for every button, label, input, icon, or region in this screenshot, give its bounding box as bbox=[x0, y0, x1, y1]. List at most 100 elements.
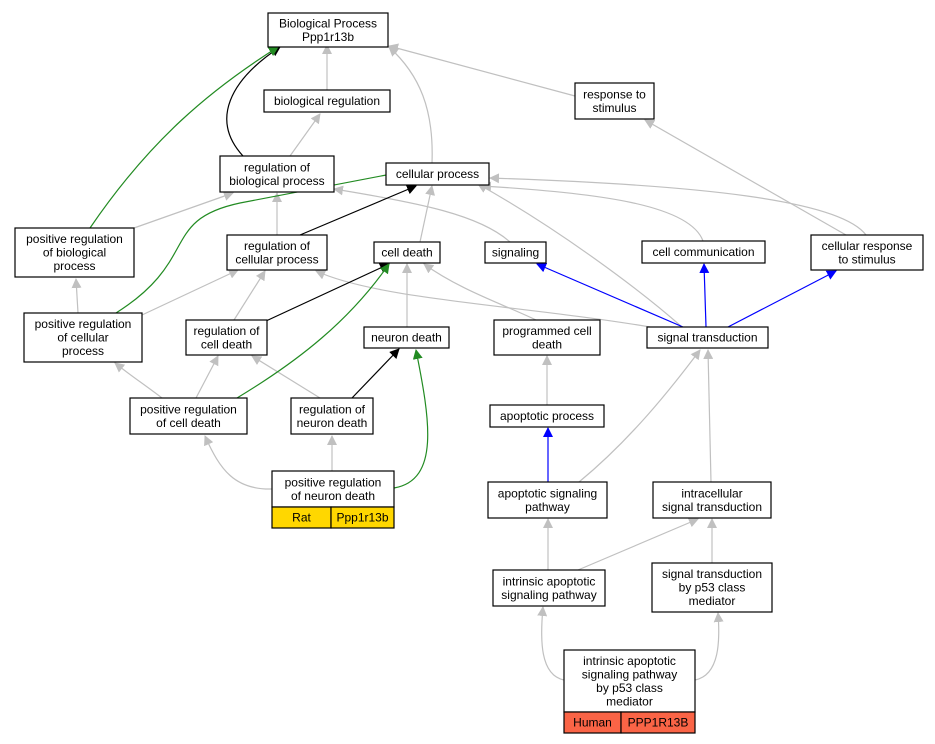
node-label-line: apoptotic signaling bbox=[498, 486, 597, 500]
node-box bbox=[810, 234, 924, 271]
node-label-line: cellular response bbox=[822, 239, 913, 253]
edge-layer bbox=[71, 43, 867, 681]
node-bioreg[interactable]: biological regulation bbox=[263, 89, 391, 113]
node-label-line: of cellular bbox=[57, 331, 108, 345]
node-label-line: process bbox=[62, 344, 104, 358]
rat-species-label: Rat bbox=[292, 511, 311, 525]
node-label-line: by p53 class bbox=[596, 681, 663, 695]
node-box bbox=[14, 227, 135, 278]
node-sigtrans[interactable]: signal transduction bbox=[646, 326, 769, 349]
node-label-line: of biological bbox=[43, 246, 106, 260]
node-cellproc[interactable]: cellular process bbox=[385, 162, 490, 186]
annotation-tags: Rat Ppp1r13b Human PPP1R13B bbox=[271, 506, 696, 734]
node-label-line: signaling bbox=[492, 246, 539, 260]
edge-regbio-to-bp-black bbox=[226, 46, 281, 157]
edge-cellcomm-to-cellproc bbox=[481, 181, 704, 242]
edge-sigtrans-to-cellcomm-blue bbox=[699, 263, 710, 328]
node-label-line: signal transduction bbox=[662, 567, 762, 581]
node-celldeath[interactable]: cell death bbox=[373, 241, 441, 264]
node-label-line: Ppp1r13b bbox=[302, 30, 354, 44]
human-annotation: Human PPP1R13B bbox=[563, 711, 696, 734]
edge-signaling-to-regbio bbox=[333, 185, 511, 243]
node-box bbox=[574, 82, 655, 120]
node-label-line: regulation of bbox=[244, 239, 311, 253]
node-cellcomm[interactable]: cell communication bbox=[641, 240, 766, 264]
node-label-line: positive regulation bbox=[140, 402, 237, 416]
node-label-line: positive regulation bbox=[35, 317, 132, 331]
node-box bbox=[641, 240, 766, 264]
node-label-line: signal transduction bbox=[657, 331, 757, 345]
edge-posregcd-to-celldeath-green bbox=[236, 263, 390, 399]
node-label-line: regulation of bbox=[193, 324, 260, 338]
rat-gene-label: Ppp1r13b bbox=[336, 511, 388, 525]
edge-sigtrans-to-regcell bbox=[315, 270, 651, 328]
node-label-line: stimulus bbox=[592, 101, 636, 115]
node-box bbox=[373, 241, 441, 264]
edge-posregnd-to-posregcd bbox=[204, 435, 273, 490]
node-label-line: mediator bbox=[606, 694, 653, 708]
node-label-line: cell death bbox=[381, 246, 432, 260]
node-neurondeath[interactable]: neuron death bbox=[363, 326, 450, 349]
rat-annotation: Rat Ppp1r13b bbox=[271, 506, 395, 529]
node-label-line: signaling pathway bbox=[582, 667, 677, 681]
edge-intrasig-to-sigtrans bbox=[703, 349, 714, 483]
node-label-line: intrinsic apoptotic bbox=[583, 654, 676, 668]
edge-cellproc-to-bp bbox=[388, 46, 433, 164]
node-label-line: cell death bbox=[201, 337, 252, 351]
edge-regcell-to-cellproc-black bbox=[299, 184, 417, 236]
node-label-line: regulation of bbox=[244, 160, 311, 174]
node-box bbox=[484, 241, 547, 264]
rat-gene-cell bbox=[330, 506, 395, 529]
edge-cellresp-to-resp bbox=[644, 119, 847, 236]
node-box bbox=[271, 470, 395, 508]
node-box bbox=[219, 155, 335, 193]
edge-intrinsicp53-to-p53 bbox=[694, 612, 724, 681]
node-box bbox=[487, 481, 608, 519]
node-label-line: by p53 class bbox=[679, 581, 746, 595]
node-box bbox=[226, 234, 328, 271]
edge-intrinsicp53-to-intrinsic bbox=[537, 606, 565, 681]
node-box bbox=[185, 319, 268, 356]
node-label-line: intrinsic apoptotic bbox=[503, 574, 596, 588]
node-signaling[interactable]: signaling bbox=[484, 241, 547, 264]
human-gene-label: PPP1R13B bbox=[628, 716, 689, 730]
edge-intrinsic-to-intrasig bbox=[577, 517, 699, 571]
edge-posregbio-to-bp-green bbox=[89, 46, 279, 229]
node-box bbox=[493, 319, 601, 356]
node-apoptotic[interactable]: apoptotic process bbox=[489, 404, 605, 428]
node-box bbox=[363, 326, 450, 349]
node-label-line: apoptotic process bbox=[500, 409, 594, 423]
node-label-line: programmed cell bbox=[502, 324, 591, 338]
node-label-line: process bbox=[53, 259, 95, 273]
edge-regcd-to-celldeath-black bbox=[265, 263, 390, 322]
edge-regnd-to-neurondeath-black bbox=[351, 348, 400, 399]
node-label-line: of cell death bbox=[156, 416, 221, 430]
node-label-line: Biological Process bbox=[279, 16, 377, 30]
node-box bbox=[651, 562, 773, 613]
edge-posregcell-to-regcell bbox=[141, 269, 239, 316]
node-box bbox=[267, 12, 389, 48]
edge-celldeath-to-cellproc bbox=[419, 185, 436, 243]
edge-posregcell-to-posregbio bbox=[71, 278, 82, 314]
node-label-line: biological process bbox=[229, 174, 324, 188]
node-label-line: signaling pathway bbox=[501, 588, 596, 602]
node-box bbox=[290, 397, 374, 435]
human-gene-cell bbox=[620, 711, 696, 734]
